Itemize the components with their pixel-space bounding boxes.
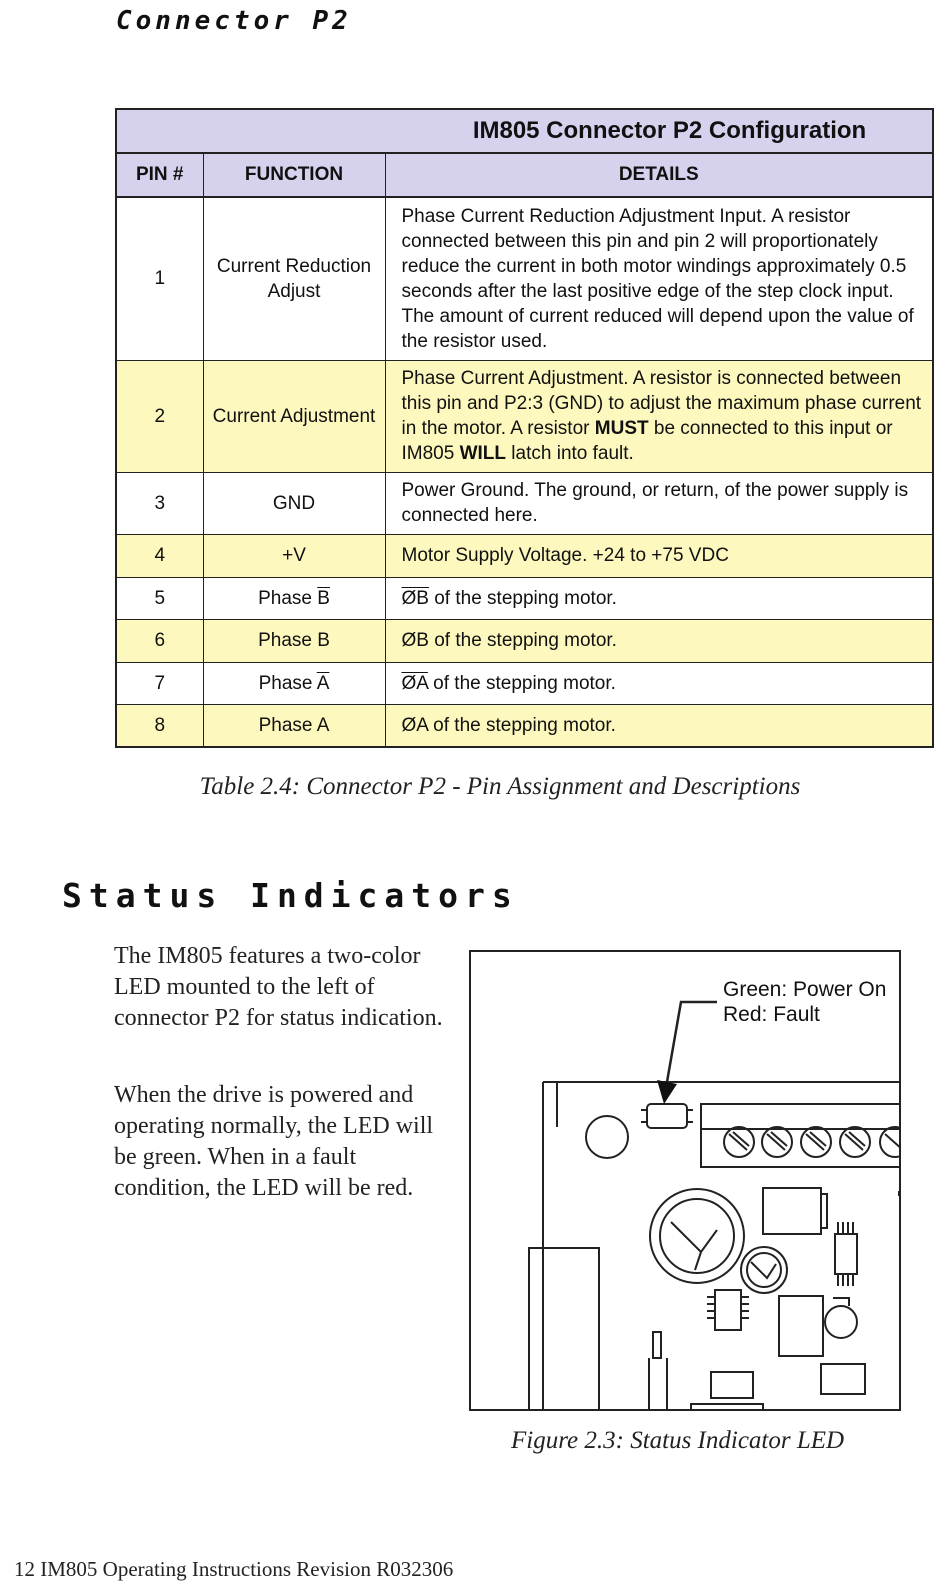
body-paragraph: When the drive is powered and operating …: [114, 1082, 434, 1201]
pin-function: Current Reduction Adjust: [202, 196, 386, 361]
pin-details: ØA of the stepping motor.: [384, 703, 934, 748]
details-inverted-phase: ØB: [401, 587, 429, 609]
table-row: 1 Current Reduction Adjust Phase Current…: [115, 196, 934, 361]
pin-details: Phase Current Adjustment. A resistor is …: [384, 359, 934, 473]
table-caption: Table 2.4: Connector P2 - Pin Assignment…: [199, 773, 801, 800]
pin-number: 4: [115, 533, 204, 578]
details-text: be connected to this input or IM805: [401, 418, 893, 464]
details-text: of the stepping motor.: [428, 587, 617, 609]
pin-details: Power Ground. The ground, or return, of …: [384, 471, 934, 535]
pin-number: 2: [115, 359, 204, 473]
table-row: 5 Phase B ØB of the stepping motor.: [115, 576, 934, 620]
details-emphasis: WILL: [459, 443, 507, 464]
pin-function: Current Adjustment: [202, 359, 386, 473]
figure-caption: Figure 2.3: Status Indicator LED: [511, 1427, 845, 1454]
page-footer: 12 IM805 Operating Instructions Revision…: [14, 1557, 454, 1581]
details-text: latch into fault.: [506, 443, 634, 464]
pin-function: GND: [202, 471, 386, 535]
details-text: Phase Current Adjustment. A resistor is …: [401, 368, 922, 439]
table-row: 3 GND Power Ground. The ground, or retur…: [115, 471, 934, 535]
legend-red-fault: Red: Fault: [723, 1003, 820, 1026]
function-prefix: Phase: [258, 587, 318, 609]
function-inverted-phase: B: [317, 587, 330, 609]
section-heading-connector-p2: Connector P2: [116, 6, 352, 36]
pin-number: 1: [115, 196, 204, 361]
arrow-icon: [657, 1080, 677, 1104]
body-paragraph: The IM805 features a two-color LED mount…: [114, 943, 443, 1031]
pin-details: Motor Supply Voltage. +24 to +75 VDC: [384, 533, 934, 578]
table-row: 7 Phase A ØA of the stepping motor.: [115, 661, 934, 705]
column-header-pin: PIN #: [115, 152, 204, 198]
table-row: 4 +V Motor Supply Voltage. +24 to +75 VD…: [115, 533, 934, 578]
details-text: of the stepping motor.: [427, 672, 616, 694]
pin-function: Phase A: [202, 661, 386, 705]
pin-function: Phase B: [202, 618, 386, 663]
table-row: 2 Current Adjustment Phase Current Adjus…: [115, 359, 934, 473]
column-header-details: DETAILS: [384, 152, 934, 198]
details-inverted-phase: ØA: [401, 672, 428, 694]
circuit-board-illustration: [528, 1000, 899, 1409]
pin-function: Phase A: [202, 703, 386, 748]
pin-details: ØA of the stepping motor.: [384, 661, 934, 705]
legend-green-power-on: Green: Power On: [723, 978, 887, 1001]
table-header-row: PIN # FUNCTION DETAILS: [115, 152, 934, 198]
pin-function: +V: [202, 533, 386, 578]
table-row: 6 Phase B ØB of the stepping motor.: [115, 618, 934, 663]
pin-details: ØB of the stepping motor.: [384, 576, 934, 620]
table-row: 8 Phase A ØA of the stepping motor.: [115, 703, 934, 748]
pin-number: 3: [115, 471, 204, 535]
table-title: IM805 Connector P2 Configuration: [115, 108, 934, 154]
pin-function: Phase B: [202, 576, 386, 620]
pin-number: 6: [115, 618, 204, 663]
table-title-row: IM805 Connector P2 Configuration: [115, 108, 934, 154]
pin-number: 5: [115, 576, 204, 620]
pin-number: 7: [115, 661, 204, 705]
pin-details: ØB of the stepping motor.: [384, 618, 934, 663]
pin-details: Phase Current Reduction Adjustment Input…: [384, 196, 934, 361]
column-header-function: FUNCTION: [202, 152, 386, 198]
status-led-figure: Green: Power On Red: Fault: [469, 950, 901, 1411]
details-emphasis: MUST: [594, 418, 649, 439]
function-inverted-phase: A: [316, 672, 330, 694]
pin-number: 8: [115, 703, 204, 748]
section-heading-status-indicators: Status Indicators: [62, 876, 519, 915]
function-prefix: Phase: [258, 672, 317, 694]
connector-p2-table: IM805 Connector P2 Configuration PIN # F…: [115, 108, 935, 748]
